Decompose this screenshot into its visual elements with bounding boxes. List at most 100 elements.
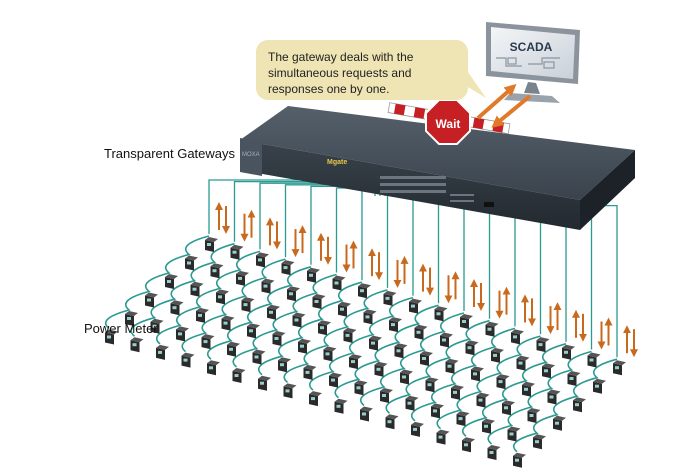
power-meter-top [190,281,204,287]
power-meter-screen [484,424,488,428]
power-meter-top [420,351,433,356]
power-meter-screen [458,417,463,421]
meter-chain-cable [308,296,414,391]
power-meter-top [221,315,235,321]
power-meter-top [383,290,397,296]
meter-chain-cable [232,273,337,368]
scada-comm-arrows [476,84,532,128]
meter-chain-cable [512,358,618,453]
power-meter-top [170,300,184,306]
power-meter-top [389,317,402,323]
power-meter-top [205,237,218,242]
power-meter-top [522,381,535,387]
power-meter-top [176,326,189,332]
scada-monitor [486,22,580,103]
power-meter-top [329,372,342,378]
power-meter-screen [172,306,177,310]
power-meter-screen [274,337,279,340]
power-meter-top [258,375,271,381]
power-meter-top [307,267,320,273]
power-meter-screen [280,363,284,367]
power-meter-screen [498,380,503,384]
gateway-brand-label: MOXA [242,152,260,158]
power-meter-screen [473,372,477,376]
power-meter-top [232,368,246,373]
power-meter-top [613,360,626,366]
wait-barrier [387,99,511,145]
power-meter-screen [249,329,253,333]
bubble-text: The gateway deals with the simultaneous … [268,49,468,97]
power-meter-screen [356,386,361,390]
power-meter-top [482,418,495,424]
monitor-base [504,93,560,103]
power-meter-top [511,329,524,335]
power-meter-screen [371,341,375,345]
power-meter-screen [385,296,390,300]
power-meter-screen [260,381,264,385]
power-meter-top [527,408,541,413]
meter-chain-cable [155,250,261,345]
power-meter-screen [203,340,208,344]
power-meter-top [409,298,422,304]
power-meter-screen [422,357,426,360]
power-meter-top [405,395,419,401]
gateway-product-label: Mgate [327,159,348,166]
power-meter-screen [351,360,355,364]
power-meter-screen [589,358,594,362]
meter-label: Power Meter [84,321,158,336]
power-meter-screen [427,383,432,387]
power-meter-screen [178,332,182,336]
gateway-drop-cable [425,195,465,311]
meter-chain-cable [410,327,516,422]
power-meter-top [196,307,209,313]
power-meter-top [471,366,484,372]
power-meter-top [201,334,215,340]
power-meter-top [207,360,220,366]
power-meter-top [272,331,286,336]
power-meter-top [380,388,393,393]
power-meter-screen [127,317,131,320]
power-meter-top [465,340,479,346]
power-meter-screen [362,412,366,416]
power-meter-screen [209,366,213,370]
speech-bubble-body [256,40,468,100]
power-meter-screen [158,350,162,354]
gateway-ear-left [240,138,262,176]
power-meter-top [536,337,550,343]
power-meter-screen [509,432,514,436]
power-meter-screen [433,409,437,413]
power-meter-screen [518,361,523,365]
power-meter-top [513,452,526,458]
power-meter-top [298,338,311,344]
gateway-drop-cable [386,190,411,288]
power-meter-top [502,400,515,406]
power-meter-screen [187,261,191,265]
gateway-side-face [580,150,635,230]
power-meter-top [451,384,464,390]
power-meter-screen [438,435,443,439]
power-meter-top [252,349,266,355]
power-meter-screen [283,266,288,270]
power-meter-top [292,312,306,318]
power-meter-top [241,297,255,303]
power-meter-screen [243,303,248,307]
power-meter-top [261,278,275,284]
power-meter-screen [263,284,268,288]
power-meter-top [181,352,195,358]
power-meter-screen [345,333,350,337]
power-meter-screen [387,420,392,424]
power-meter-top [434,306,448,312]
gateway-drop-cable [259,182,386,250]
power-meter-top [400,369,413,375]
power-meter-top [431,403,444,409]
meter-chain-cable [206,266,312,360]
power-meter-screen [447,364,452,368]
power-meter-screen [549,395,554,399]
power-meter-top [283,383,297,389]
power-meter-top [312,294,326,299]
power-meter-screen [442,338,446,342]
power-meter-top [456,411,470,417]
meter-chain-cable [385,319,490,414]
gateway-port-leds [380,176,494,207]
power-meter-top [374,361,388,367]
